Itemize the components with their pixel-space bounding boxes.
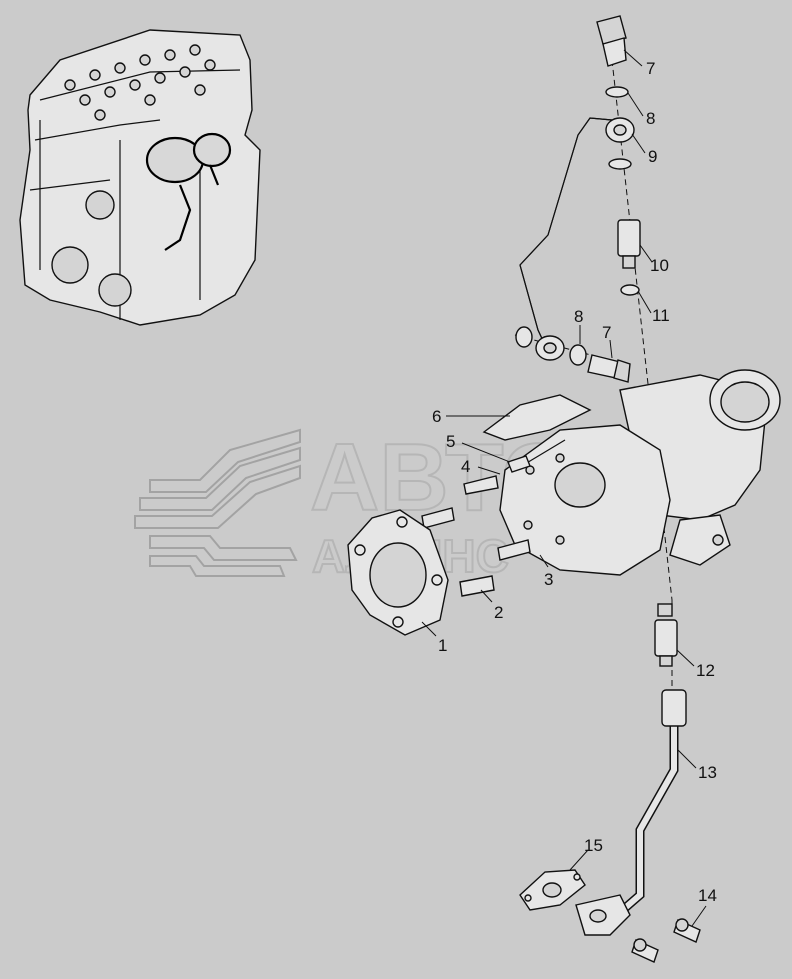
callout-13: 13	[698, 763, 717, 782]
part-8-washer-top	[605, 86, 629, 98]
callout-3: 3	[544, 570, 553, 589]
part-11-washer	[620, 284, 640, 296]
callout-6: 6	[432, 407, 441, 426]
part-13-oil-drain-pipe	[575, 689, 687, 936]
callout-1: 1	[438, 636, 447, 655]
part-9-oil-feed-pipe	[519, 117, 635, 361]
part-7-banjo-bolt-top	[596, 15, 627, 67]
callout-5: 5	[446, 432, 455, 451]
part-7-banjo-bolt-lower	[587, 354, 631, 383]
part-14-bolt-2	[631, 938, 659, 963]
callout-11: 11	[652, 306, 670, 325]
callout-7-top: 7	[646, 59, 655, 78]
callout-numbers: 7 8 9 10 11 8 7 6 5 4 3 2 1 12 13 15 14	[432, 59, 717, 905]
callout-14: 14	[698, 886, 717, 905]
callout-12: 12	[696, 661, 715, 680]
part-3-turbocharger	[499, 369, 781, 576]
callout-9: 9	[648, 147, 657, 166]
callout-7-lower: 7	[602, 323, 611, 342]
part-12-fitting	[654, 603, 678, 667]
callout-8-lower: 8	[574, 307, 583, 326]
part-1-flange-gasket	[347, 509, 449, 636]
callout-8-top: 8	[646, 109, 655, 128]
part-8-washer-left	[515, 326, 533, 348]
callout-2: 2	[494, 603, 503, 622]
part-14-bolt-1	[673, 918, 701, 943]
engine-overview-illustration	[19, 29, 261, 326]
callout-15: 15	[584, 836, 603, 855]
callout-10: 10	[650, 256, 669, 275]
part-4-stud-lower	[421, 507, 531, 561]
part-10-fitting	[617, 219, 641, 269]
leader-lines	[421, 49, 707, 927]
part-15-gasket	[519, 869, 586, 911]
part-2-stud	[459, 575, 495, 597]
part-6-gasket	[482, 394, 592, 441]
engine-valve-cover-bolts	[64, 44, 216, 121]
watermark-emblem	[134, 428, 301, 577]
callout-4: 4	[461, 457, 470, 476]
part-5-stud	[507, 455, 531, 473]
part-4-stud-upper	[463, 475, 499, 495]
part-8-washer-right	[569, 344, 587, 366]
engine-highlighted-turbo	[145, 132, 232, 251]
part-8-washer-mid	[608, 158, 632, 170]
